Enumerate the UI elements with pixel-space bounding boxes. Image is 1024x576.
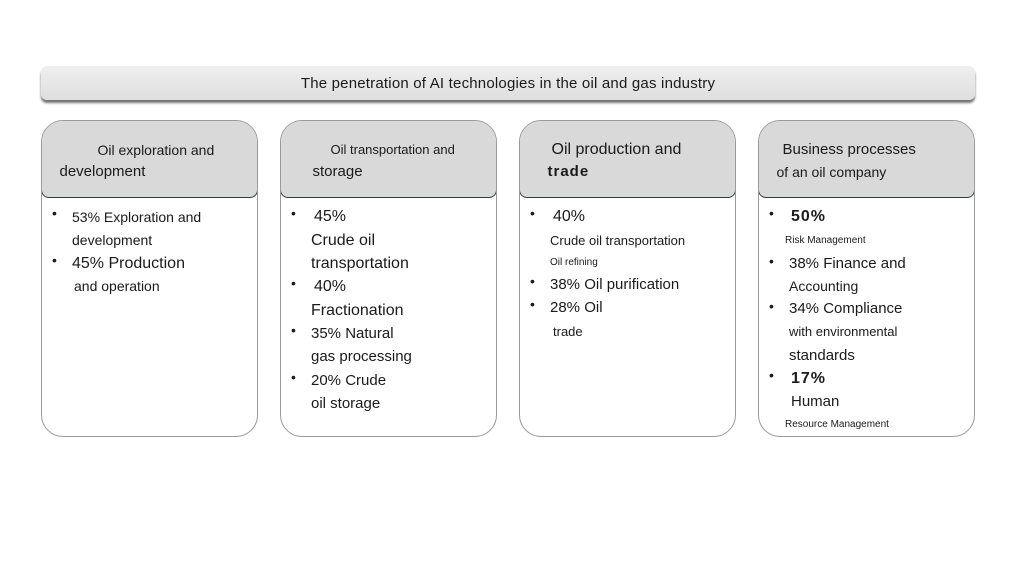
item-line: Accounting	[789, 278, 859, 294]
item-line: with environmental	[789, 324, 898, 339]
item-list: 45% Crude oil transportation 40% Fractio…	[291, 205, 491, 416]
item-line: 20% Crude	[311, 372, 387, 389]
item-line: 45% Production	[72, 255, 185, 272]
column-production: Oil production and trade 40% Crude oil t…	[519, 120, 736, 437]
item-line: Fractionation	[311, 302, 404, 319]
list-item: 28% Oil trade	[530, 296, 730, 345]
column-header: Oil exploration and development	[42, 121, 257, 198]
list-item: 35% Natural gas processing	[291, 322, 491, 369]
item-line: 40%	[553, 208, 586, 225]
header-line: Oil transportation and	[330, 141, 455, 157]
item-line: gas processing	[311, 348, 412, 365]
item-line: 45%	[314, 208, 347, 225]
header-line: Business processes	[782, 140, 916, 158]
item-line: standards	[789, 347, 855, 364]
list-item: 34% Compliance with environmental standa…	[769, 298, 969, 367]
item-line: transportation	[311, 255, 409, 272]
list-item: 40% Fractionation	[291, 275, 491, 322]
header-line: trade	[547, 162, 590, 180]
list-item: 38% Oil purification	[530, 273, 730, 296]
header-line: storage	[312, 162, 363, 180]
item-line: 40%	[314, 278, 347, 295]
item-line: oil storage	[311, 395, 381, 412]
column-business: Business processes of an oil company 50%…	[758, 120, 975, 437]
header-line: Oil exploration and	[97, 141, 215, 158]
header-line: Oil production and	[551, 140, 682, 158]
item-line: 50%	[791, 208, 827, 225]
item-list: 53% Exploration and development 45% Prod…	[52, 205, 252, 298]
list-item: 17% Human Resource Management	[769, 367, 969, 436]
column-header: Oil transportation and storage	[281, 121, 496, 198]
item-list: 50% Risk Management 38% Finance and Acco…	[769, 205, 969, 436]
list-item: 53% Exploration and development	[52, 205, 252, 252]
item-line: and operation	[74, 278, 160, 294]
item-line: 34% Compliance	[789, 300, 903, 317]
header-line: development	[59, 162, 146, 180]
list-item: 50% Risk Management	[769, 205, 969, 253]
item-line: 38% Finance and	[789, 255, 906, 272]
diagram-title: The penetration of AI technologies in th…	[41, 66, 975, 100]
item-line: 38% Oil purification	[550, 276, 680, 293]
column-header: Business processes of an oil company	[759, 121, 974, 198]
item-line: 53% Exploration and	[72, 209, 202, 225]
item-line: Resource Management	[785, 419, 889, 430]
item-list: 40% Crude oil transportation Oil refinin…	[530, 205, 730, 345]
list-item: 38% Finance and Accounting	[769, 253, 969, 298]
list-item: 45% Production and operation	[52, 252, 252, 298]
list-item: 40% Crude oil transportation Oil refinin…	[530, 205, 730, 273]
item-line: Oil refining	[550, 257, 598, 268]
header-line: of an oil company	[776, 163, 887, 180]
column-transportation: Oil transportation and storage 45% Crude…	[280, 120, 497, 437]
item-line: Crude oil transportation	[550, 233, 686, 248]
item-line: 28% Oil	[550, 299, 603, 316]
item-line: 17%	[791, 370, 827, 387]
item-line: Human	[791, 393, 840, 410]
item-line: Crude oil	[311, 232, 376, 249]
item-line: Risk Management	[785, 235, 866, 246]
item-line: trade	[553, 324, 583, 339]
list-item: 20% Crude oil storage	[291, 369, 491, 416]
list-item: 45% Crude oil transportation	[291, 205, 491, 275]
item-line: 35% Natural	[311, 325, 394, 342]
column-exploration: Oil exploration and development 53% Expl…	[41, 120, 258, 437]
column-header: Oil production and trade	[520, 121, 735, 198]
item-line: development	[72, 232, 153, 248]
